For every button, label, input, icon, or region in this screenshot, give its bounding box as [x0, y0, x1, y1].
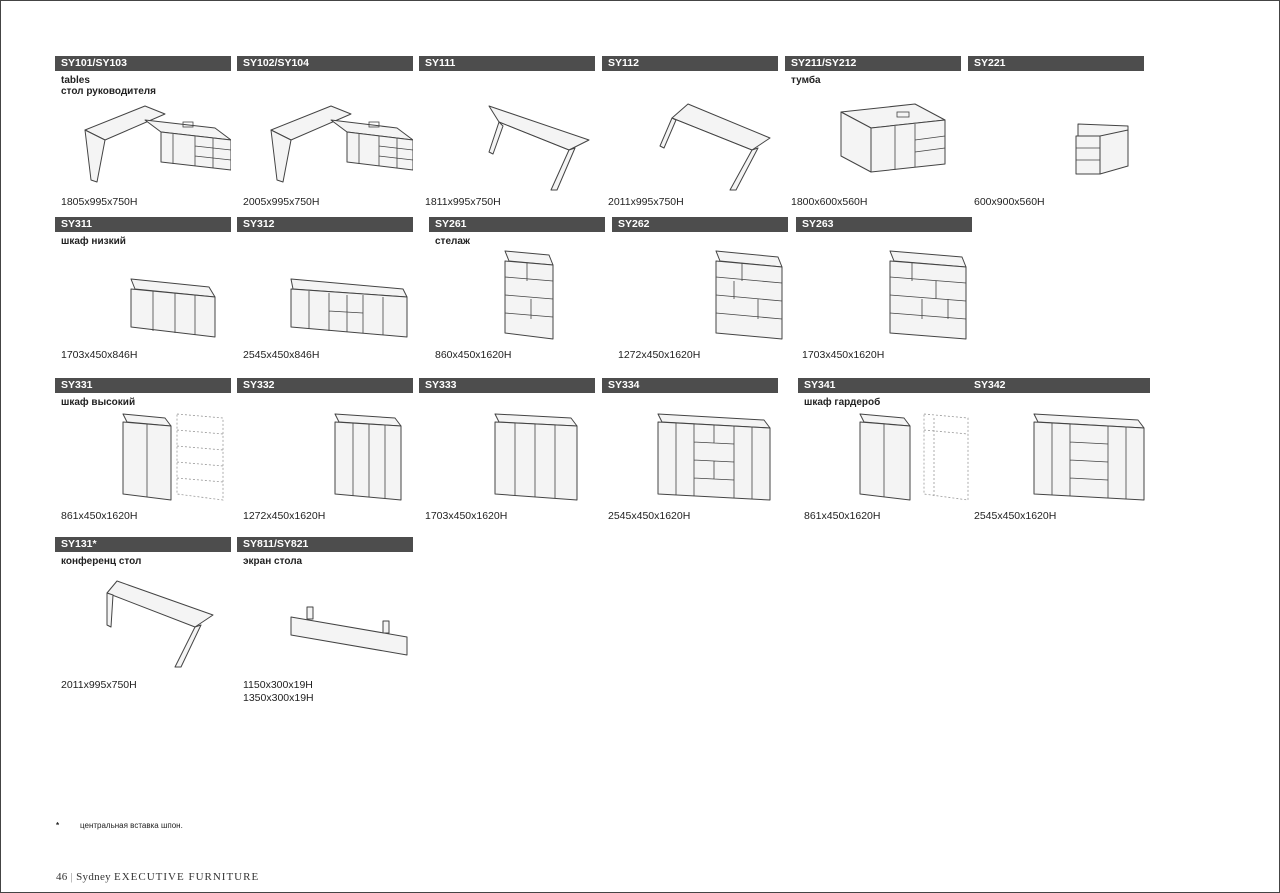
catalog-item-sy333: SY333 1703x450x1620H — [419, 378, 595, 522]
item-label: шкаф гардероб — [804, 397, 881, 408]
item-label: шкаф низкий — [61, 236, 126, 247]
catalog-item-sy311: SY311 шкаф низкий 1703x450x846H — [55, 217, 231, 361]
item-dimensions: 1272x450x1620H — [618, 349, 701, 361]
page-footer: 46|Sydney EXECUTIVE FURNITURE — [56, 871, 259, 883]
catalog-item-sy261: SY261 стелаж 860x450x1620H — [429, 217, 605, 361]
item-dimensions: 2005x995x750H — [243, 196, 320, 208]
item-code: SY221 — [968, 56, 1144, 71]
wardrobe-illustration — [602, 408, 778, 502]
item-code: SY131* — [55, 537, 231, 552]
item-dimensions: 861x450x1620H — [61, 510, 138, 522]
footnote-text: центральная вставка шпон. — [80, 821, 183, 830]
item-dimensions: 1150x300x19H 1350x300x19H — [243, 679, 314, 704]
cabinet-illustration — [237, 267, 413, 347]
item-dimensions: 2011x995x750H — [61, 679, 137, 691]
footnote-marker: * — [56, 821, 60, 830]
footnote: * центральная вставка шпон. — [56, 821, 183, 830]
item-label: стелаж — [435, 236, 471, 247]
desk-screen-illustration — [237, 603, 413, 663]
wardrobe-illustration — [968, 408, 1150, 502]
catalog-item-sy131: SY131* конференц стол 2011x995x750H — [55, 537, 231, 691]
desk-illustration — [419, 100, 595, 192]
item-dimensions: 1811x995x750H — [425, 196, 501, 208]
desk-illustration — [55, 100, 231, 192]
catalog-item-sy341: SY341 шкаф гардероб 861x450x1620H — [798, 378, 974, 522]
item-dimensions: 1703x450x1620H — [425, 510, 508, 522]
item-dimensions: 1805x995x750H — [61, 196, 138, 208]
wardrobe-illustration — [798, 408, 974, 502]
desk-illustration — [237, 100, 413, 192]
page-number: 46 — [56, 871, 68, 883]
footer-separator: | — [70, 871, 74, 883]
item-code: SY334 — [602, 378, 778, 393]
wardrobe-illustration — [55, 408, 231, 502]
item-code: SY211/SY212 — [785, 56, 961, 71]
catalog-item-sy221: SY221 600x900x560H — [968, 56, 1144, 208]
item-dimensions: 1800x600x560H — [791, 196, 868, 208]
item-dimensions: 2545x450x846H — [243, 349, 320, 361]
catalog-item-sy332: SY332 1272x450x1620H — [237, 378, 413, 522]
catalog-item-sy811: SY811/SY821 экран стола 1150x300x19H 135… — [237, 537, 413, 704]
item-code: SY312 — [237, 217, 413, 232]
cabinet-illustration — [785, 100, 961, 192]
cabinet-illustration — [55, 267, 231, 347]
shelving-illustration — [796, 247, 972, 347]
item-code: SY262 — [612, 217, 788, 232]
item-dimensions: 860x450x1620H — [435, 349, 512, 361]
item-code: SY102/SY104 — [237, 56, 413, 71]
item-dimensions: 600x900x560H — [974, 196, 1045, 208]
catalog-title: EXECUTIVE FURNITURE — [114, 871, 260, 883]
shelving-illustration — [612, 247, 788, 347]
item-dimensions: 861x450x1620H — [804, 510, 881, 522]
series-name: Sydney — [76, 871, 111, 883]
item-code: SY311 — [55, 217, 231, 232]
catalog-item-sy331: SY331 шкаф высокий 861x450x1620H — [55, 378, 231, 522]
table-illustration — [55, 575, 231, 671]
item-code: SY342 — [968, 378, 1150, 393]
item-dimensions: 2545x450x1620H — [974, 510, 1057, 522]
item-dimensions: 2011x995x750H — [608, 196, 684, 208]
catalog-item-sy112: SY112 2011x995x750H — [602, 56, 778, 208]
item-code: SY811/SY821 — [237, 537, 413, 552]
item-dimensions: 2545x450x1620H — [608, 510, 691, 522]
catalog-item-sy312: SY312 2545x450x846H — [237, 217, 413, 361]
item-label: тумба — [791, 75, 821, 86]
item-dimensions: 1272x450x1620H — [243, 510, 326, 522]
item-dimensions: 1703x450x1620H — [802, 349, 885, 361]
shelving-illustration — [429, 247, 605, 347]
catalog-item-sy263: SY263 1703x450x1620H — [796, 217, 972, 361]
item-code: SY333 — [419, 378, 595, 393]
item-code: SY111 — [419, 56, 595, 71]
catalog-item-sy342: SY342 2545x450x1620H — [968, 378, 1150, 522]
item-label: конференц стол — [61, 556, 142, 567]
pedestal-illustration — [968, 100, 1144, 192]
catalog-item-sy101: SY101/SY103 tables стол руководителя 180… — [55, 56, 231, 208]
catalog-item-sy211: SY211/SY212 тумба 1800x600x560H — [785, 56, 961, 208]
catalog-item-sy262: SY262 1272x450x1620H — [612, 217, 788, 361]
wardrobe-illustration — [237, 408, 413, 502]
catalog-item-sy102: SY102/SY104 2005x995x750H — [237, 56, 413, 208]
item-code: SY263 — [796, 217, 972, 232]
desk-illustration — [602, 100, 778, 192]
catalog-item-sy111: SY111 1811x995x750H — [419, 56, 595, 208]
item-code: SY331 — [55, 378, 231, 393]
item-code: SY332 — [237, 378, 413, 393]
item-dimensions: 1703x450x846H — [61, 349, 138, 361]
item-code: SY341 — [798, 378, 974, 393]
item-code: SY112 — [602, 56, 778, 71]
catalog-item-sy334: SY334 2545x450x1620H — [602, 378, 778, 522]
item-label: tables стол руководителя — [61, 75, 156, 97]
item-code: SY101/SY103 — [55, 56, 231, 71]
item-label: шкаф высокий — [61, 397, 136, 408]
item-label: экран стола — [243, 556, 303, 567]
item-code: SY261 — [429, 217, 605, 232]
wardrobe-illustration — [419, 408, 595, 502]
